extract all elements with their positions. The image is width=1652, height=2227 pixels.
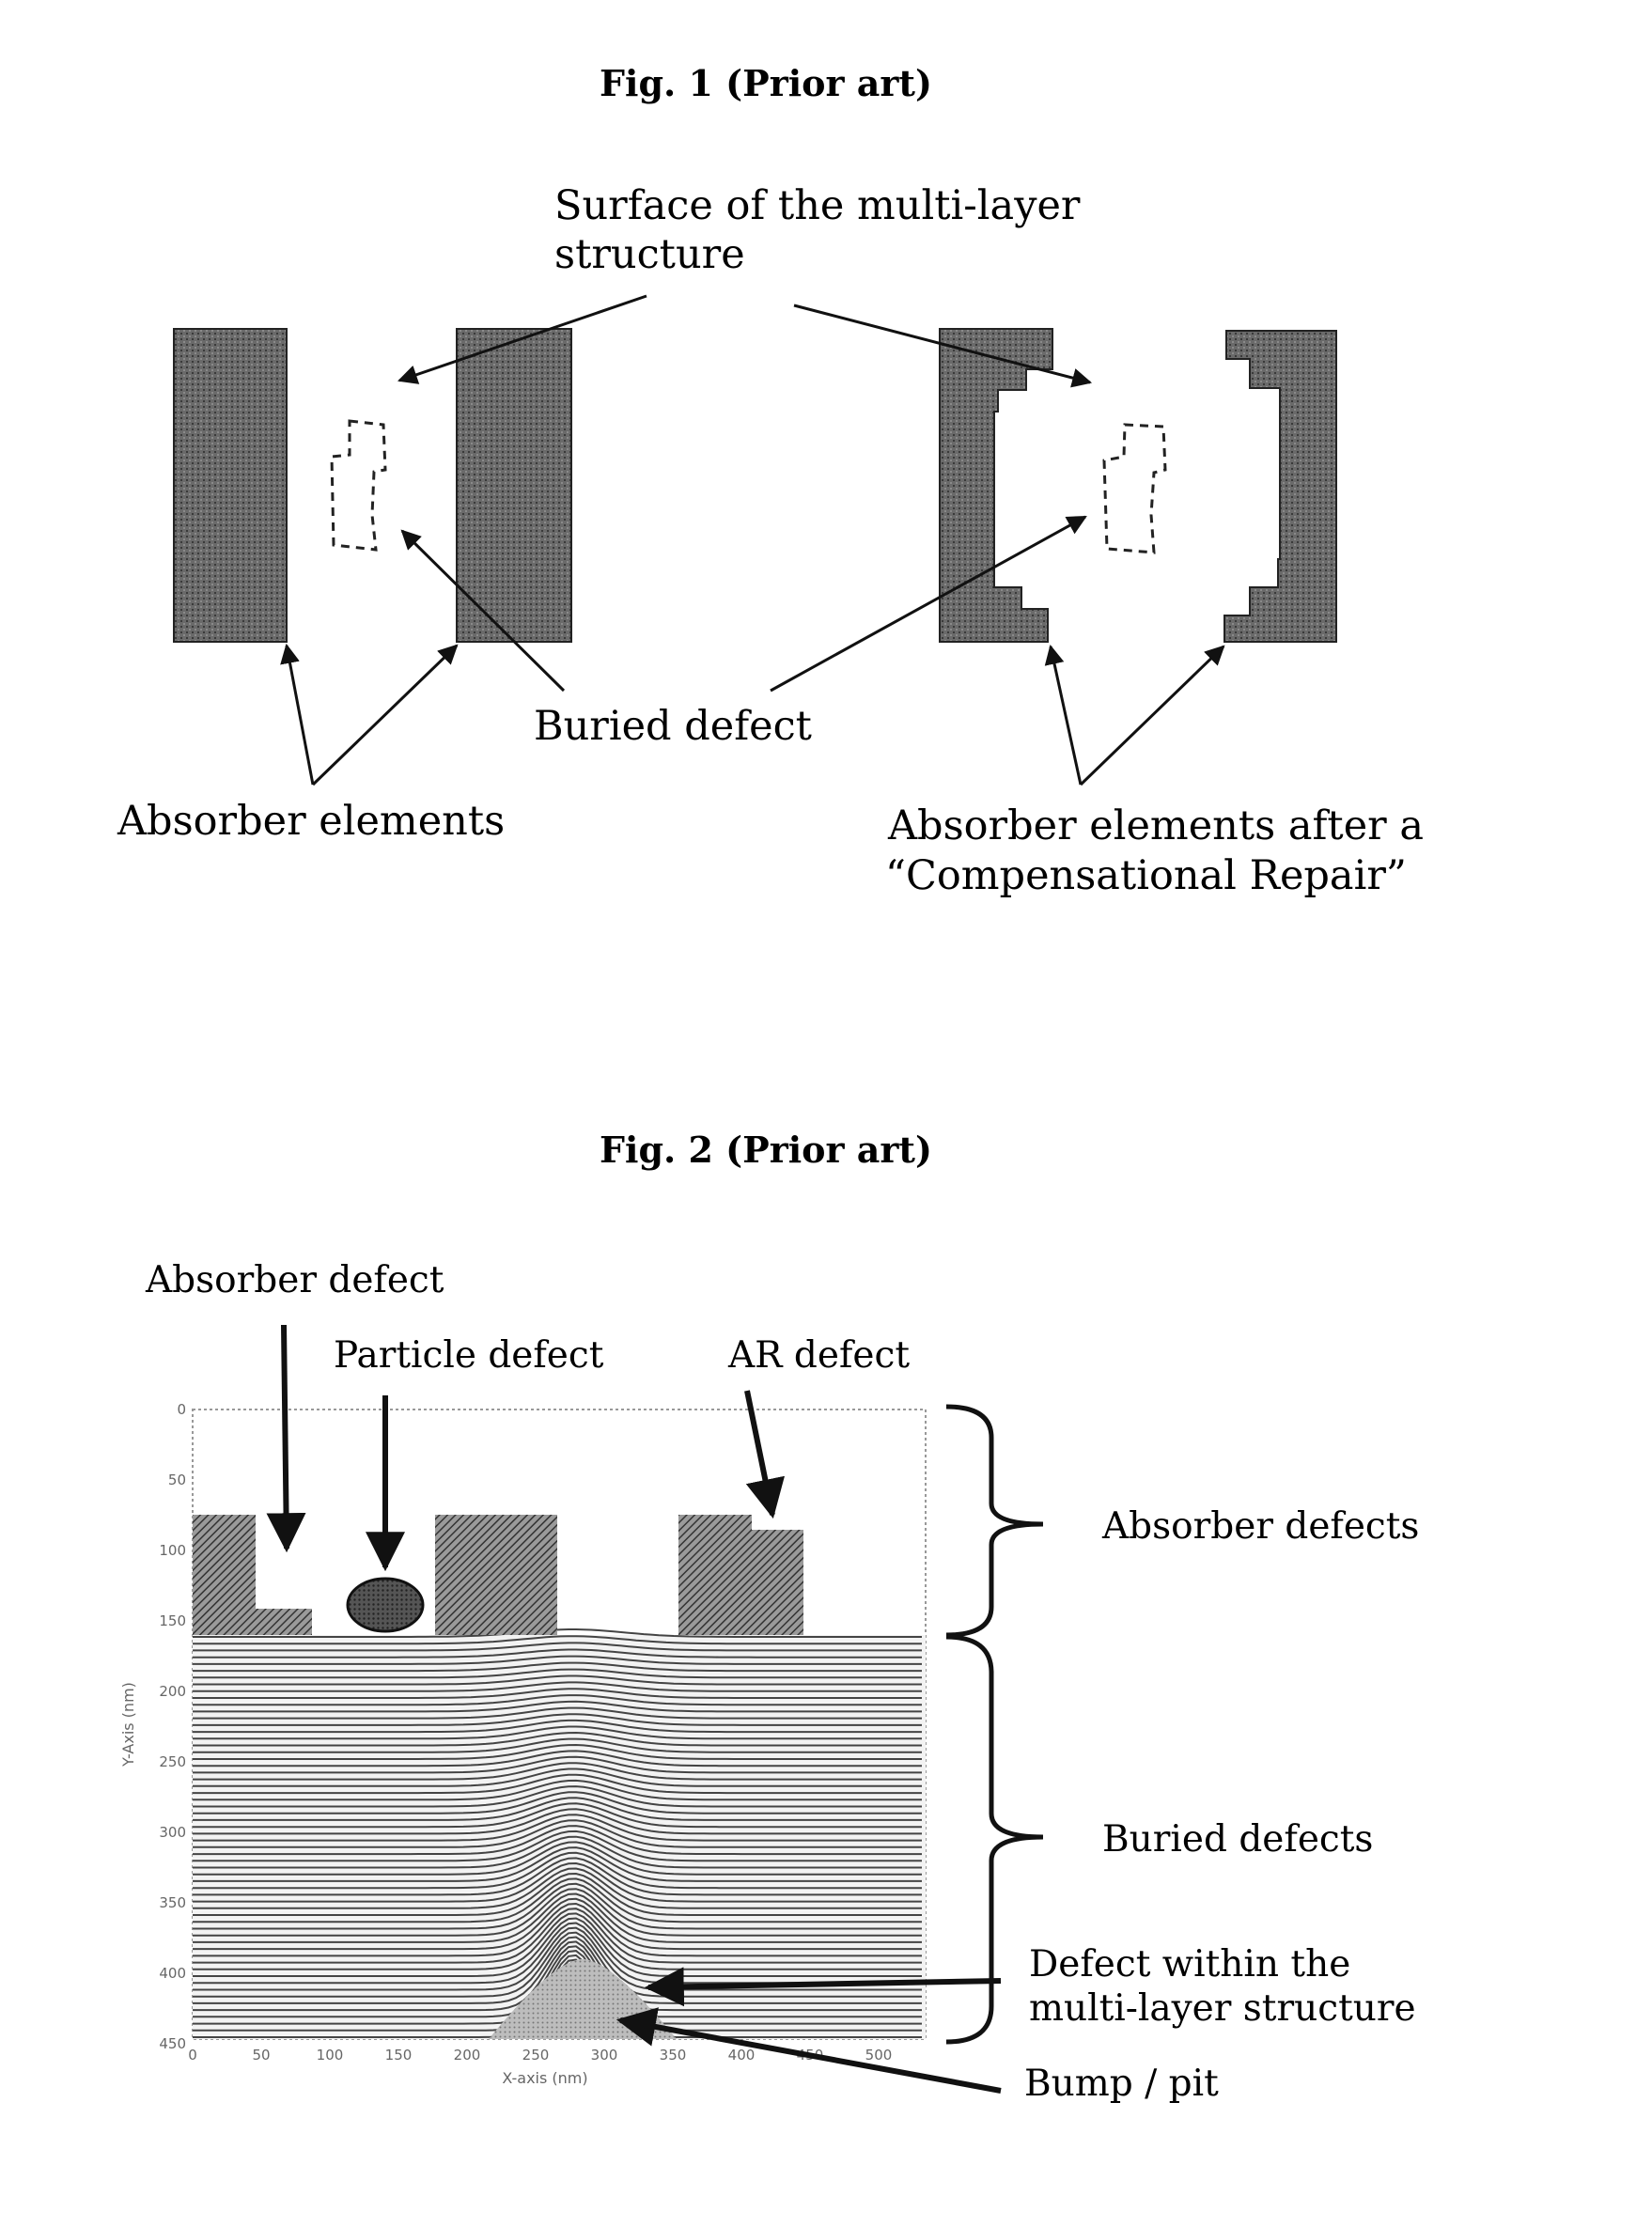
- fig1-arrow-absorber-a: [287, 646, 313, 785]
- x-tick-label: 200: [454, 2047, 481, 2063]
- x-tick-label: 0: [188, 2047, 197, 2063]
- x-tick-label: 150: [385, 2047, 413, 2063]
- fig2-absorber-defect-label: Absorber defect: [145, 1259, 444, 1301]
- fig2-particle: [348, 1579, 423, 1631]
- x-tick-label: 100: [317, 2047, 344, 2063]
- fig2-ar-defect-shape: [678, 1515, 803, 1635]
- fig1-repair-label-line1: Absorber elements after a: [887, 802, 1424, 849]
- fig2-particle-defect-label: Particle defect: [334, 1334, 604, 1377]
- fig2-ar-defect-label: AR defect: [727, 1334, 910, 1377]
- fig2-defect-within-label-line2: multi-layer structure: [1029, 1987, 1416, 2030]
- fig2-brace-absorber: [946, 1407, 1043, 1635]
- y-tick-label: 50: [168, 1472, 186, 1488]
- fig1-arrow-absorber-b: [313, 646, 457, 785]
- x-tick-label: 250: [522, 2047, 550, 2063]
- y-tick-label: 450: [159, 2035, 186, 2052]
- fig1-buried-defect-label: Buried defect: [534, 703, 812, 750]
- fig1-repair-label-line2: “Compensational Repair”: [885, 852, 1407, 899]
- fig1-repaired-absorber-left: [940, 329, 1052, 642]
- fig2-buried-defects-label: Buried defects: [1102, 1818, 1373, 1861]
- y-tick-label: 400: [159, 1965, 186, 1982]
- y-tick-label: 200: [159, 1683, 186, 1700]
- fig1-arrow-repair-b: [1081, 646, 1223, 785]
- x-tick-label: 50: [252, 2047, 270, 2063]
- fig2-bump-pit-label: Bump / pit: [1024, 2063, 1219, 2105]
- fig2-x-axis-label: X-axis (nm): [502, 2069, 587, 2087]
- fig1-buried-defect-right: [1104, 425, 1165, 553]
- fig2-y-axis-label: Y-Axis (nm): [119, 1682, 137, 1768]
- y-tick-label: 350: [159, 1894, 186, 1911]
- fig1-arrow-buried-right: [771, 517, 1085, 691]
- fig1-absorber-label: Absorber elements: [117, 798, 505, 845]
- fig2-absorber-defects-label: Absorber defects: [1101, 1505, 1419, 1548]
- y-tick-label: 300: [159, 1824, 186, 1841]
- y-tick-label: 0: [177, 1401, 186, 1418]
- y-tick-label: 100: [159, 1542, 186, 1559]
- y-tick-label: 150: [159, 1612, 186, 1629]
- fig1-surface-label-line2: structure: [554, 231, 745, 278]
- x-tick-label: 500: [865, 2047, 893, 2063]
- fig2-y-ticks: 0 50 100 150 200 250 300 350 400 450: [159, 1401, 186, 2052]
- y-tick-label: 250: [159, 1753, 186, 1770]
- fig1-absorber-element-left-b: [457, 329, 571, 642]
- fig1-buried-defect-left: [332, 421, 385, 550]
- fig1-repaired-absorber-right: [1224, 331, 1336, 642]
- fig1-absorber-element-left-a: [174, 329, 287, 642]
- x-tick-label: 350: [660, 2047, 687, 2063]
- fig1-arrow-repair-a: [1051, 646, 1081, 785]
- fig2-defect-within-label-line1: Defect within the: [1029, 1943, 1350, 1986]
- fig1-title: Fig. 1 (Prior art): [600, 62, 932, 104]
- fig2-arrow-absorber-defect: [284, 1325, 287, 1549]
- x-tick-label: 300: [591, 2047, 618, 2063]
- fig2-absorber-middle: [435, 1515, 557, 1635]
- fig2-title: Fig. 2 (Prior art): [600, 1129, 932, 1171]
- fig1-surface-label-line1: Surface of the multi-layer: [554, 182, 1081, 229]
- x-tick-label: 400: [728, 2047, 756, 2063]
